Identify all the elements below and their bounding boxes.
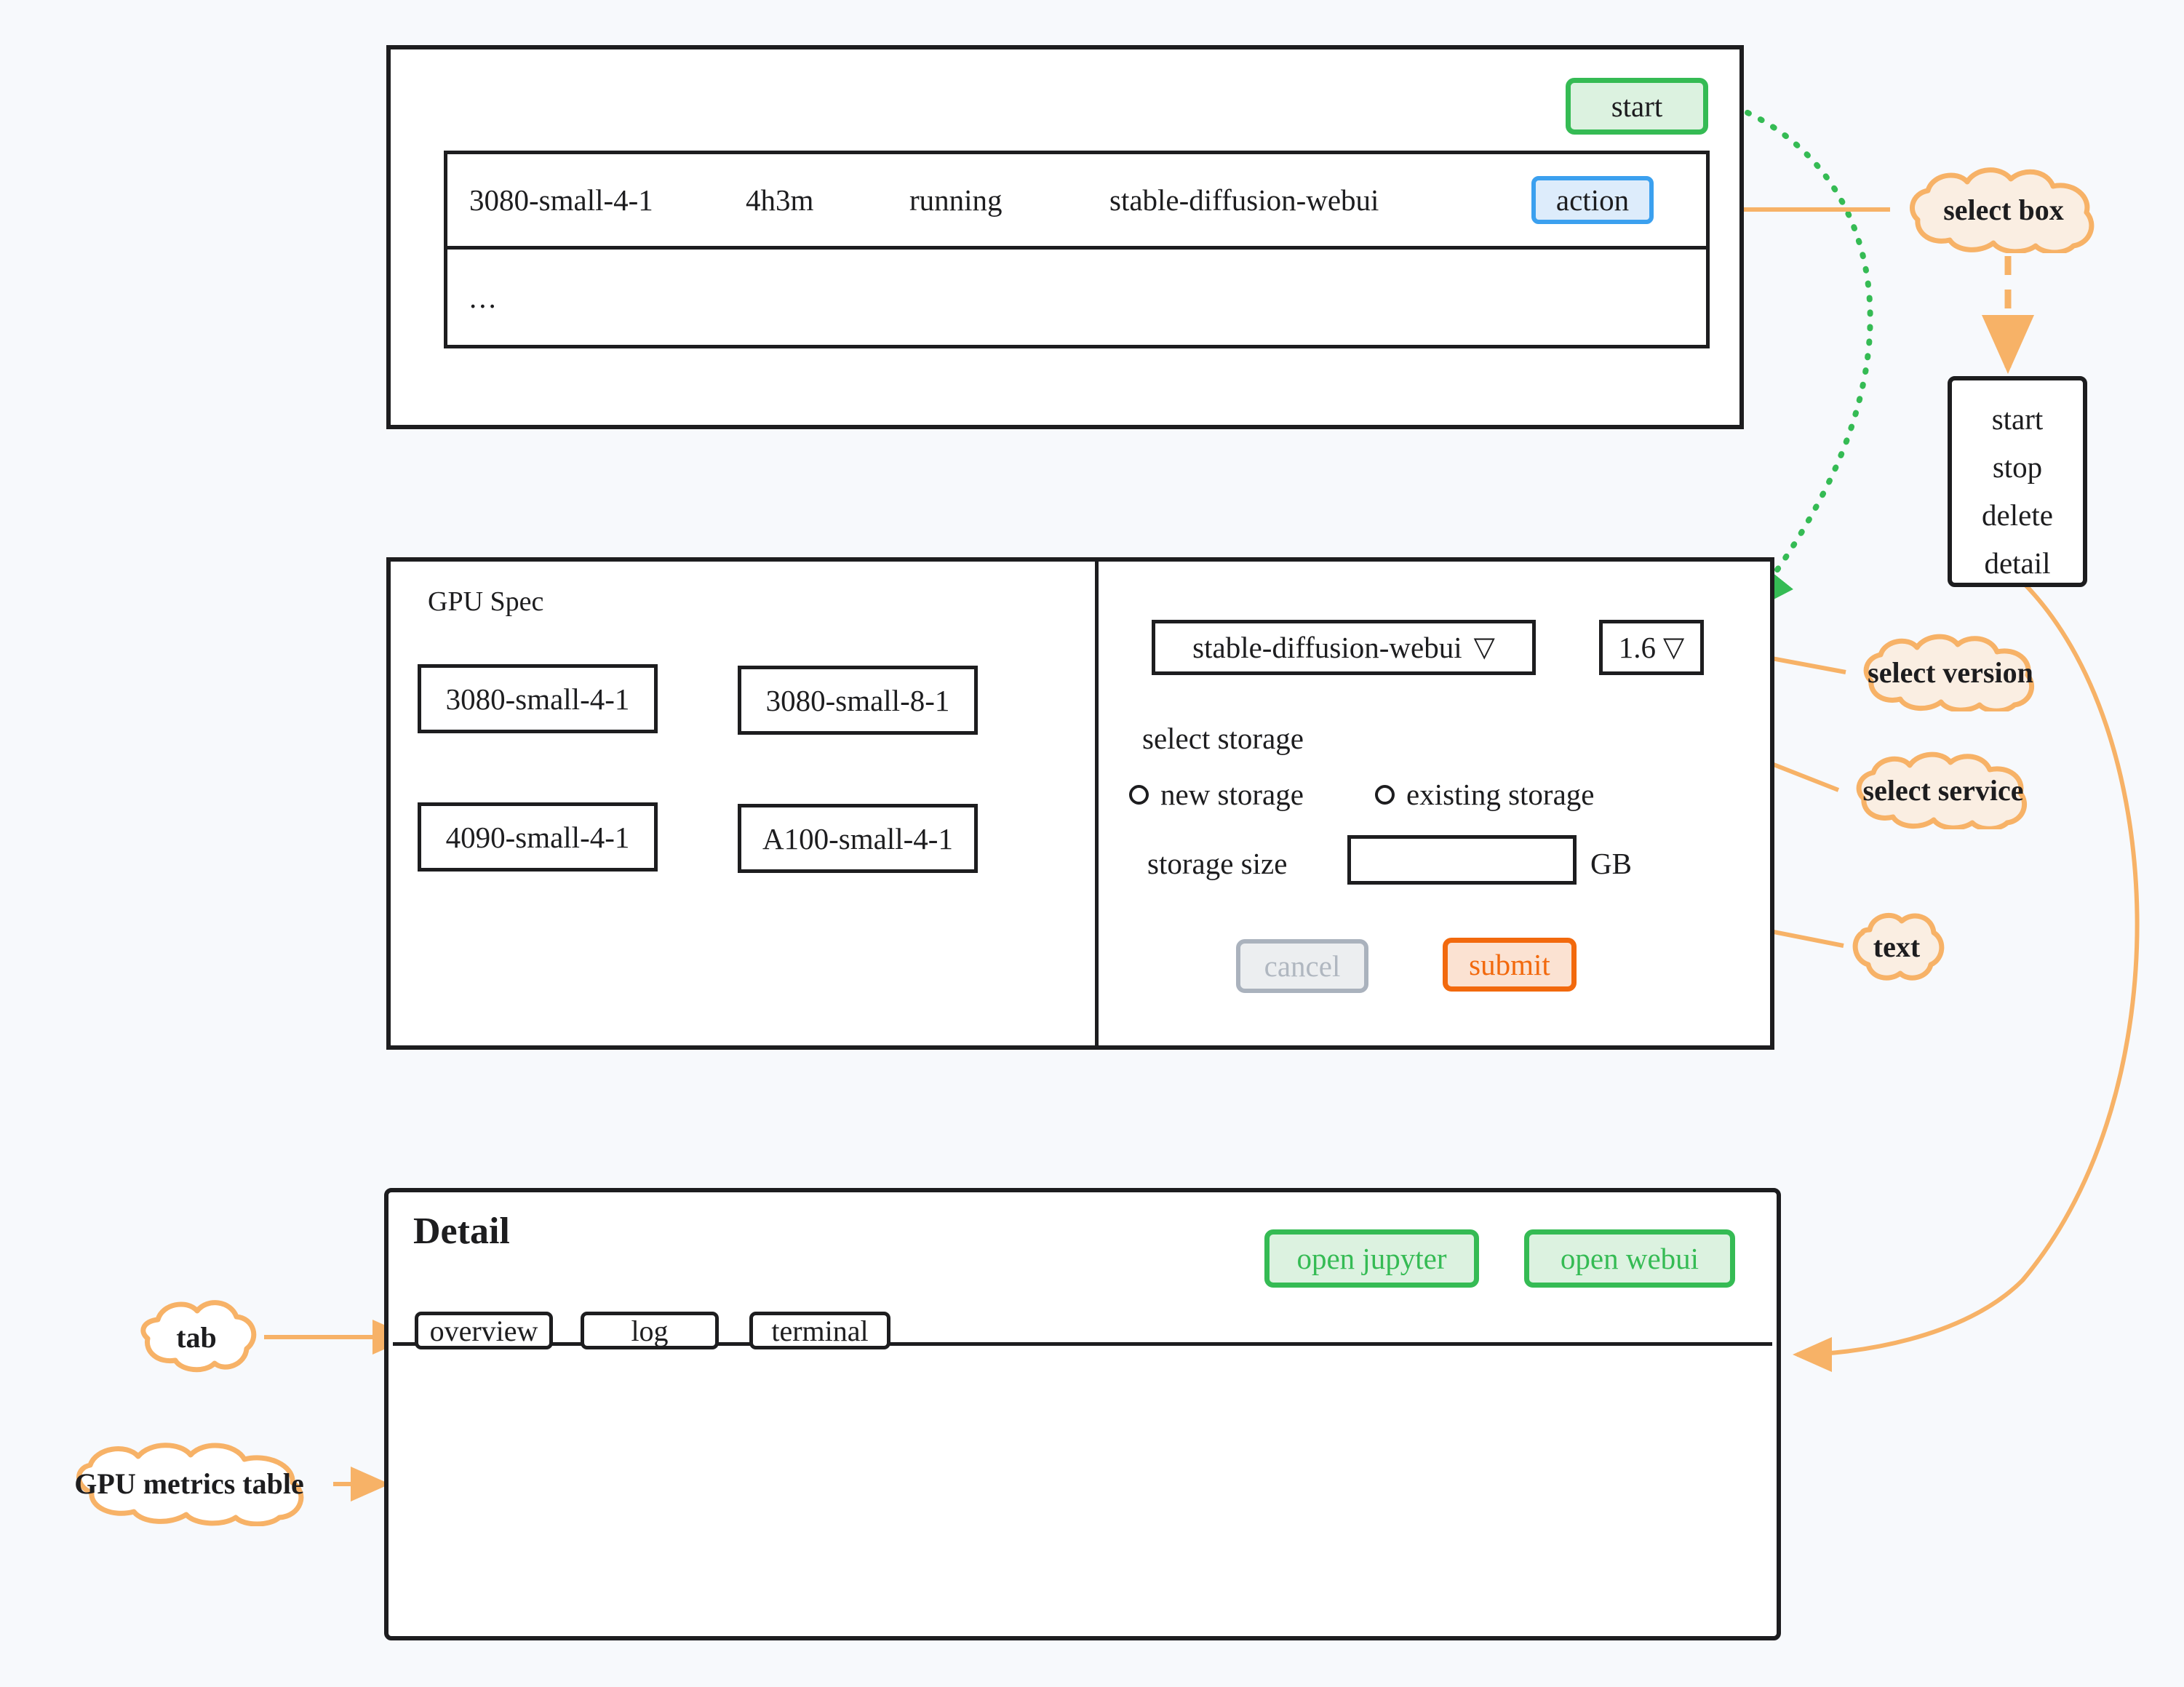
tab-log[interactable]: log: [581, 1312, 719, 1349]
table-row: ...: [447, 250, 1706, 345]
radio-new-storage[interactable]: new storage: [1129, 777, 1304, 812]
open-jupyter-button[interactable]: open jupyter: [1264, 1229, 1479, 1288]
storage-size-label: storage size: [1147, 847, 1288, 880]
callout-text: text: [1844, 908, 1950, 985]
service-select[interactable]: stable-diffusion-webui ▽: [1152, 620, 1536, 675]
service-select-value: stable-diffusion-webui: [1192, 631, 1462, 664]
action-button[interactable]: action: [1531, 176, 1654, 224]
callout-label: select service: [1862, 773, 2024, 807]
radio-circle-icon: [1375, 784, 1395, 805]
table-row[interactable]: 3080-small-4-1 4h3m running stable-diffu…: [447, 154, 1706, 250]
tab-terminal[interactable]: terminal: [749, 1312, 890, 1349]
action-dropdown-menu[interactable]: start stop delete detail: [1948, 376, 2087, 587]
gpu-spec-option[interactable]: A100-small-4-1: [738, 804, 978, 873]
panel-divider: [1095, 557, 1099, 1050]
menu-item-detail[interactable]: detail: [1984, 546, 2051, 580]
table-ellipsis: ...: [469, 280, 498, 314]
open-webui-button[interactable]: open webui: [1524, 1229, 1735, 1288]
gpu-spec-option[interactable]: 3080-small-8-1: [738, 666, 978, 735]
callout-tab: tab: [129, 1296, 264, 1378]
callout-gpu-metrics-table: GPU metrics table: [45, 1440, 333, 1526]
select-storage-label: select storage: [1142, 722, 1304, 755]
page-title: Detail: [413, 1211, 510, 1252]
radio-existing-storage[interactable]: existing storage: [1375, 777, 1594, 812]
callout-select-box: select box: [1890, 166, 2117, 253]
callout-select-version: select version: [1846, 633, 2055, 711]
menu-item-start[interactable]: start: [1991, 402, 2044, 436]
gpu-spec-option[interactable]: 4090-small-4-1: [418, 802, 658, 872]
gpu-spec-title: GPU Spec: [428, 586, 544, 617]
callout-label: tab: [176, 1320, 217, 1354]
callout-select-service: select service: [1838, 751, 2048, 829]
radio-circle-icon: [1129, 784, 1149, 805]
menu-item-delete[interactable]: delete: [1982, 498, 2053, 532]
menu-item-stop[interactable]: stop: [1992, 450, 2043, 484]
storage-size-unit: GB: [1590, 847, 1632, 880]
submit-button[interactable]: submit: [1443, 938, 1577, 992]
tab-overview[interactable]: overview: [415, 1312, 553, 1349]
radio-existing-storage-label: existing storage: [1406, 778, 1595, 811]
version-select[interactable]: 1.6 ▽: [1599, 620, 1704, 675]
instance-uptime-cell: 4h3m: [746, 183, 814, 217]
start-button[interactable]: start: [1566, 78, 1708, 135]
chevron-down-icon: ▽: [1663, 632, 1685, 663]
instance-service-cell: stable-diffusion-webui: [1109, 183, 1379, 217]
callout-label: select version: [1868, 655, 2033, 689]
tab-bar-divider: [393, 1342, 1772, 1346]
instance-status-cell: running: [909, 183, 1003, 217]
radio-new-storage-label: new storage: [1160, 778, 1304, 811]
chevron-down-icon: ▽: [1473, 632, 1495, 663]
instances-table: 3080-small-4-1 4h3m running stable-diffu…: [444, 151, 1710, 348]
storage-size-input[interactable]: [1347, 835, 1577, 885]
instance-name-cell: 3080-small-4-1: [469, 183, 653, 217]
version-select-value: 1.6: [1618, 631, 1656, 664]
callout-label: select box: [1943, 193, 2064, 226]
cancel-button[interactable]: cancel: [1236, 939, 1368, 993]
callout-label: GPU metrics table: [74, 1467, 304, 1500]
callout-label: text: [1873, 930, 1921, 963]
gpu-spec-option[interactable]: 3080-small-4-1: [418, 664, 658, 733]
